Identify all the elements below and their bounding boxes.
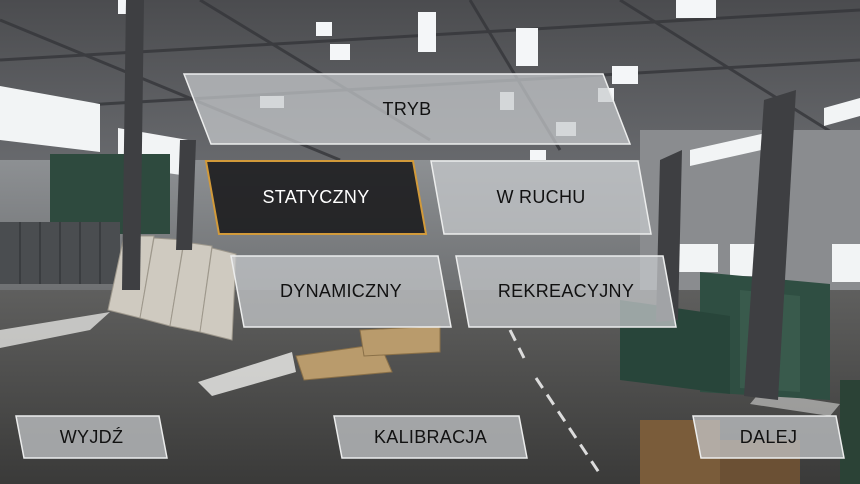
button-shape [455,255,677,328]
selected-button-shape [204,160,428,235]
button-shape [15,415,168,459]
button-shape [230,255,452,328]
mode-button-rekreacyjny[interactable]: REKREACYJNY [455,255,677,328]
mode-title-panel: TRYB [182,73,632,145]
mode-label-statyczny: STATYCZNY [262,187,370,207]
next-button[interactable]: DALEJ [692,415,845,459]
next-label: DALEJ [739,426,798,447]
button-shape [692,415,845,459]
mode-button-dynamiczny[interactable]: DYNAMICZNY [230,255,452,328]
exit-button[interactable]: WYJDŹ [15,415,168,459]
exit-label: WYJDŹ [59,426,124,447]
calibration-button[interactable]: KALIBRACJA [333,415,528,459]
mode-label-dynamiczny: DYNAMICZNY [279,281,402,301]
button-shape [430,160,652,235]
calibration-label: KALIBRACJA [373,426,488,447]
mode-title: TRYB [382,98,432,119]
mode-label-rekreacyjny: REKREACYJNY [497,281,635,301]
title-panel-shape [182,73,632,145]
mode-button-statyczny[interactable]: STATYCZNY [204,160,428,235]
mode-label-w-ruchu: W RUCHU [496,187,586,207]
mode-button-w-ruchu[interactable]: W RUCHU [430,160,652,235]
button-shape [333,415,528,459]
